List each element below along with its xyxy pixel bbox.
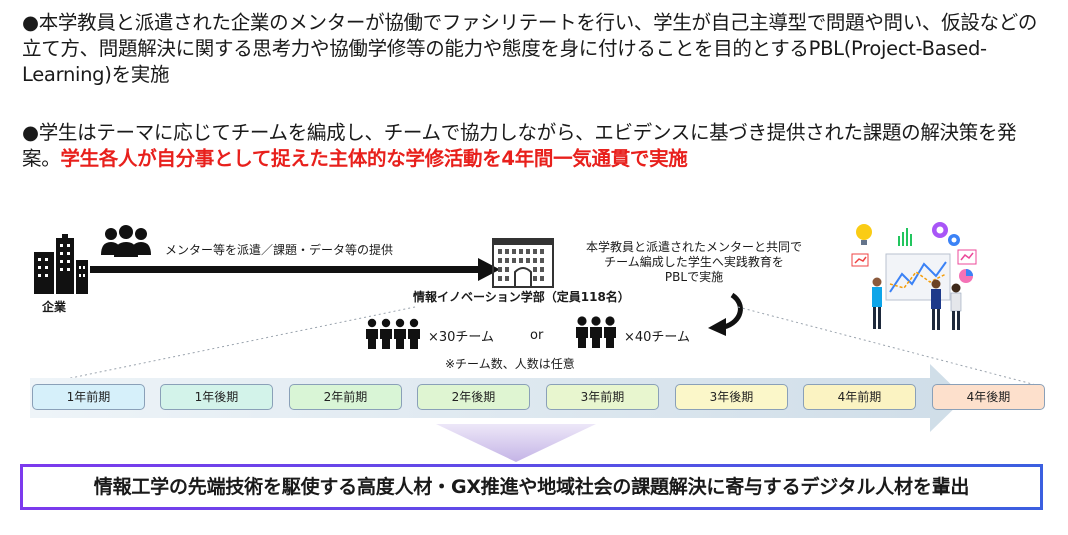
bullet-text: 本学教員と派遣された企業のメンターが協働でファシリテートを行い、学生が自己主導型… bbox=[22, 11, 1038, 86]
result-statement: 情報工学の先端技術を駆使する高度人材・GX推進や地域社会の課題解決に寄与するデジ… bbox=[20, 464, 1043, 510]
phase-box: 2年前期 bbox=[289, 384, 402, 410]
faculty-label: 情報イノベーション学部（定員118名） bbox=[413, 290, 630, 304]
phase-box: 3年前期 bbox=[546, 384, 659, 410]
bullet-highlight: 学生各人が自分事として捉えた主体的な学修活動を4年間一気通貫で実施 bbox=[60, 147, 688, 170]
team-option-b-label: ×40チーム bbox=[624, 330, 691, 345]
joint-education-note: 本学教員と派遣されたメンターと共同で チーム編成した学生へ実践教育を PBLで実… bbox=[585, 240, 802, 284]
bullet-text: 学生はテーマに応じてチームを編成し、チームで協力しながら、エビデンスに基づき提供… bbox=[22, 121, 1017, 170]
team-option-a-label: ×30チーム bbox=[428, 330, 495, 345]
business-analysis-illustration bbox=[851, 222, 977, 330]
bullet-pbl-description: ●本学教員と派遣された企業のメンターが協働でファシリテートを行い、学生が自己主導… bbox=[22, 10, 1052, 88]
arrow-label: メンター等を派遣／課題・データ等の提供 bbox=[165, 243, 394, 257]
phase-box: 4年後期 bbox=[932, 384, 1045, 410]
downward-funnel bbox=[436, 424, 596, 462]
three-person-team-icon bbox=[576, 316, 616, 348]
four-person-team-icon bbox=[366, 318, 420, 349]
bullet-team-description: ●学生はテーマに応じてチームを編成し、チームで協力しながら、エビデンスに基づき提… bbox=[22, 120, 1052, 172]
phase-box: 1年後期 bbox=[160, 384, 273, 410]
phase-box: 1年前期 bbox=[32, 384, 145, 410]
phase-box: 3年後期 bbox=[675, 384, 788, 410]
phase-box: 4年前期 bbox=[803, 384, 916, 410]
company-building-icon bbox=[34, 234, 88, 294]
mentor-group-icon bbox=[101, 225, 151, 257]
phase-box: 2年後期 bbox=[417, 384, 530, 410]
bullet-mark: ● bbox=[22, 121, 39, 144]
university-building-icon bbox=[492, 238, 554, 288]
company-label: 企業 bbox=[42, 300, 67, 314]
provision-arrow bbox=[90, 258, 500, 281]
bullet-mark: ● bbox=[22, 11, 39, 34]
or-label: or bbox=[530, 328, 544, 343]
team-note: ※チーム数、人数は任意 bbox=[445, 357, 575, 371]
curved-arrow-icon bbox=[708, 292, 743, 336]
